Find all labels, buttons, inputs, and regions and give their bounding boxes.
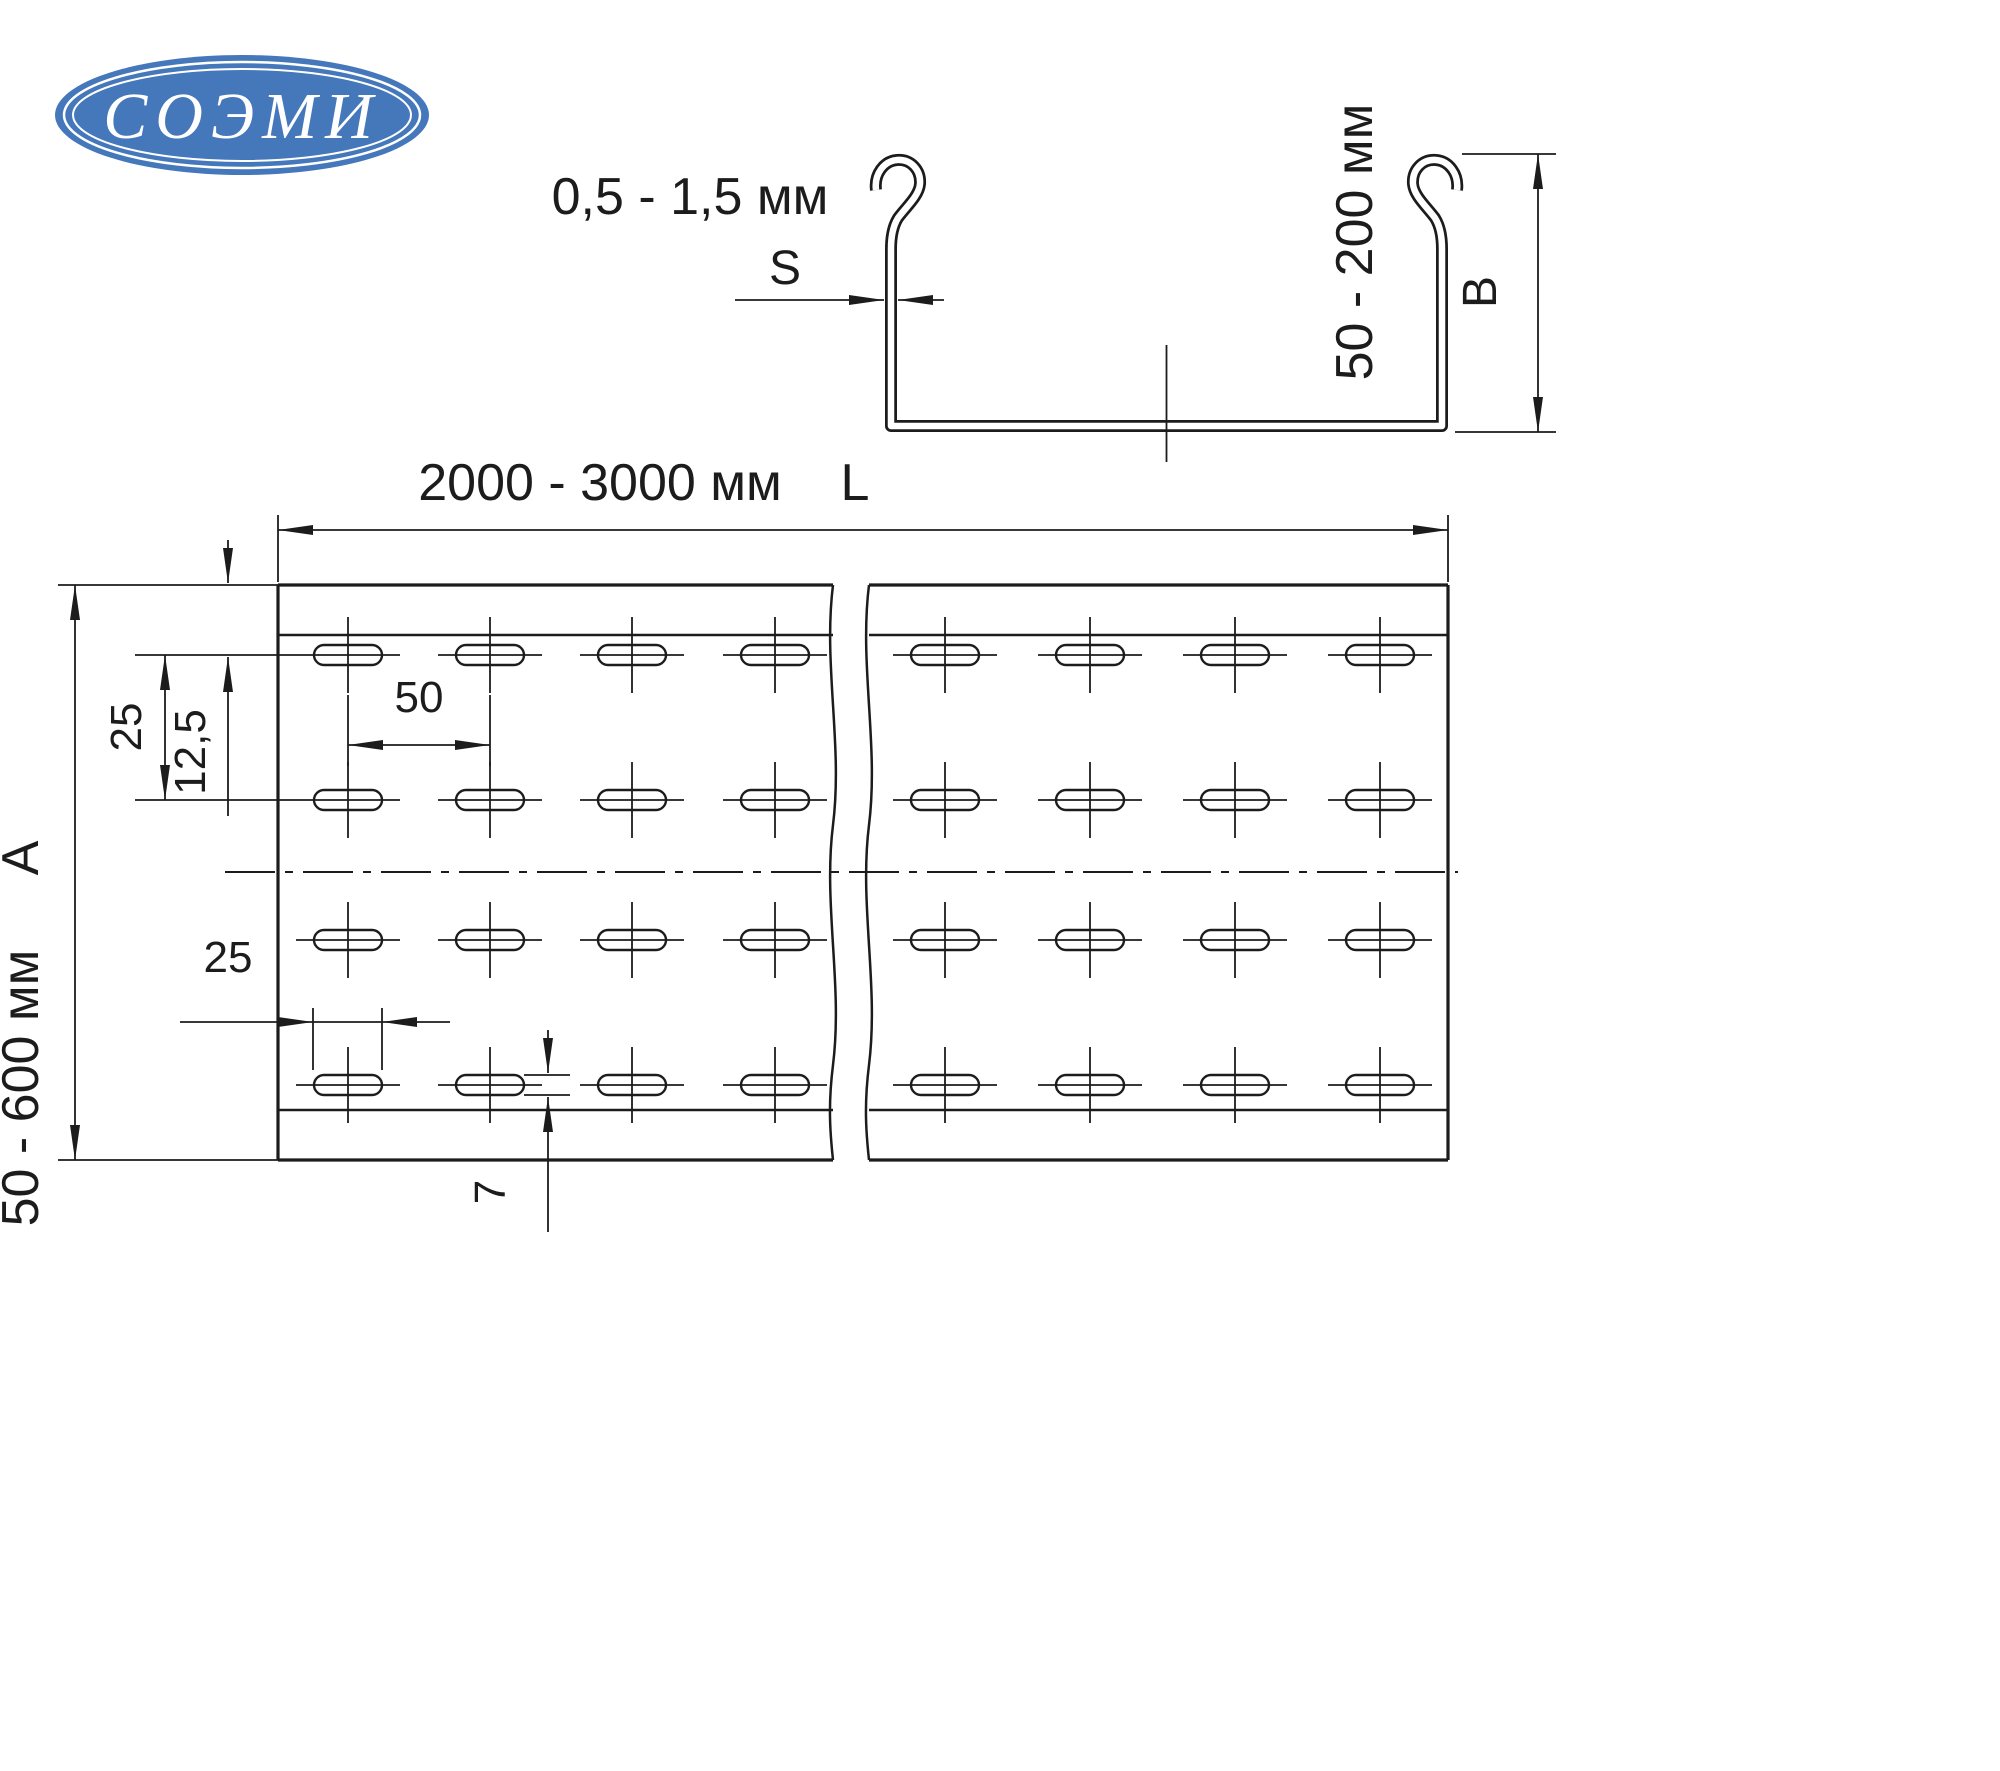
company-logo: СОЭМИ <box>55 55 429 175</box>
slot-hole <box>296 762 400 838</box>
height-letter-label: B <box>1454 276 1507 308</box>
slot-hole <box>1328 1047 1432 1123</box>
profile-view: 0,5 - 1,5 мм S 50 - 200 мм B <box>552 104 1556 462</box>
slot-hole <box>1038 902 1142 978</box>
slot-hole <box>1183 1047 1287 1123</box>
plan-view: 2000 - 3000 мм L 50 - 600 мм А 25 12,5 <box>0 454 1458 1232</box>
slot-hole <box>893 617 997 693</box>
dim-height: 50 - 200 мм B <box>1326 104 1556 433</box>
width-range-label: 50 - 600 мм <box>0 950 50 1227</box>
slot-hole <box>580 617 684 693</box>
slot-hole <box>893 1047 997 1123</box>
hole-spacing-label: 50 <box>395 673 444 722</box>
dim-slot-length: 25 <box>180 933 450 1070</box>
dim-width: 50 - 600 мм А <box>0 584 278 1227</box>
slot-hole <box>893 902 997 978</box>
slot-hole <box>1328 762 1432 838</box>
logo-ring-inner <box>72 68 412 162</box>
tray-flange-lines <box>278 633 1448 1112</box>
slot-hole <box>438 762 542 838</box>
slot-hole <box>893 762 997 838</box>
slot-hole <box>580 762 684 838</box>
logo-wordmark: СОЭМИ <box>103 80 381 153</box>
logo-ring-outer <box>62 60 422 170</box>
slot-hole <box>1328 617 1432 693</box>
slot-hole <box>580 902 684 978</box>
slot-hole-grid <box>296 617 1432 1123</box>
thickness-range-label: 0,5 - 1,5 мм <box>552 168 829 226</box>
slot-hole <box>296 902 400 978</box>
width-letter-label: А <box>0 840 50 875</box>
logo-ellipse <box>55 55 429 175</box>
slot-hole <box>723 762 827 838</box>
row-spacing-label: 25 <box>102 703 151 752</box>
height-range-label: 50 - 200 мм <box>1326 104 1384 381</box>
slot-hole <box>1038 1047 1142 1123</box>
slot-length-label: 25 <box>204 933 253 982</box>
tray-outline <box>276 583 1450 1162</box>
slot-hole <box>296 1047 400 1123</box>
slot-hole <box>1183 902 1287 978</box>
slot-hole <box>723 902 827 978</box>
slot-hole <box>438 1047 542 1123</box>
dim-hole-spacing: 50 <box>347 673 491 766</box>
slot-hole <box>1038 762 1142 838</box>
slot-hole <box>723 1047 827 1123</box>
slot-hole <box>438 902 542 978</box>
slot-width-label: 7 <box>466 1180 515 1204</box>
break-lines <box>828 584 874 1161</box>
length-range-label: 2000 - 3000 мм <box>418 454 782 512</box>
slot-hole <box>296 617 400 693</box>
slot-hole <box>1183 617 1287 693</box>
dim-row-spacing: 25 <box>102 654 296 801</box>
slot-hole <box>1183 762 1287 838</box>
dim-length: 2000 - 3000 мм L <box>277 454 1449 582</box>
dim-slot-width: 7 <box>466 1030 570 1232</box>
slot-hole <box>1038 617 1142 693</box>
slot-hole <box>438 617 542 693</box>
dim-row-offset: 12,5 <box>166 540 233 816</box>
thickness-letter-label: S <box>769 242 801 295</box>
row-offset-label: 12,5 <box>166 709 215 795</box>
slot-hole <box>1328 902 1432 978</box>
slot-hole <box>580 1047 684 1123</box>
slot-hole <box>723 617 827 693</box>
dim-thickness: 0,5 - 1,5 мм S <box>552 168 944 305</box>
length-letter-label: L <box>841 454 870 512</box>
